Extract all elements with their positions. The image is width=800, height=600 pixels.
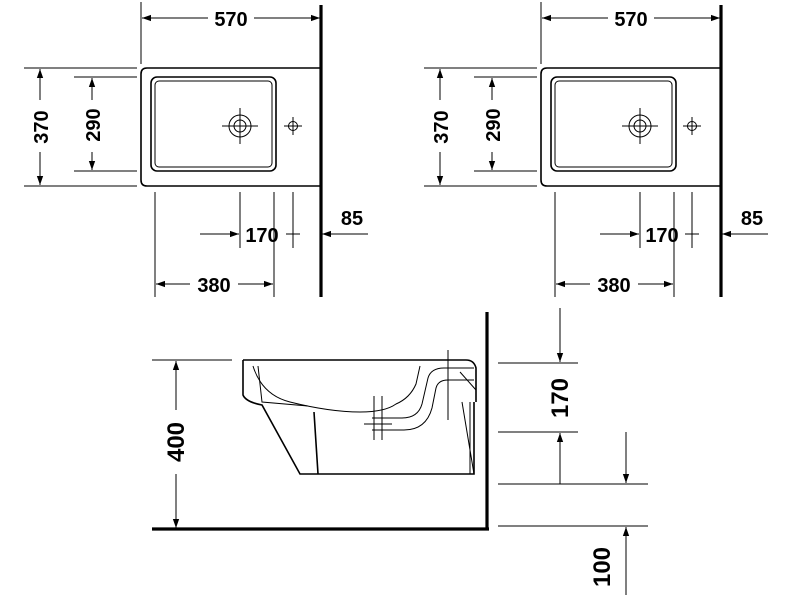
inner-depth-label: 290 bbox=[483, 108, 505, 141]
bidet-outline bbox=[540, 67, 722, 187]
depth-label: 370 bbox=[31, 110, 53, 143]
wall-gap-label: 85 bbox=[741, 208, 763, 230]
outlet-height-label: 100 bbox=[589, 547, 616, 587]
bidet-outline bbox=[140, 67, 322, 187]
outlet-distance-label: 380 bbox=[597, 275, 630, 297]
outlet-distance-label: 380 bbox=[197, 275, 230, 297]
width-label: 570 bbox=[614, 9, 647, 31]
outlet-pipe bbox=[372, 367, 474, 431]
inner-depth-label: 290 bbox=[83, 108, 105, 141]
drain-icon bbox=[222, 108, 258, 144]
bowl-inner-curve bbox=[252, 365, 421, 413]
drain-icon bbox=[622, 108, 658, 144]
bidet-side-profile bbox=[242, 359, 477, 475]
bowl-outline bbox=[150, 76, 277, 172]
tap-offset-label: 170 bbox=[645, 225, 678, 247]
bowl-inner-outline bbox=[154, 80, 273, 168]
tap-hole-icon bbox=[284, 117, 302, 135]
height-label: 400 bbox=[163, 422, 190, 462]
depth-label: 370 bbox=[431, 110, 453, 143]
wall-gap-label: 85 bbox=[341, 208, 363, 230]
width-label: 570 bbox=[214, 9, 247, 31]
plan-view-left: 570 370 290 170 85 380 bbox=[24, 2, 368, 297]
bowl-inner-outline bbox=[554, 80, 673, 168]
tap-offset-label: 170 bbox=[245, 225, 278, 247]
inlet-height-label: 170 bbox=[547, 378, 574, 418]
tap-hole-icon bbox=[683, 117, 701, 135]
bowl-outline bbox=[550, 76, 677, 172]
side-view: 400 170 100 bbox=[152, 308, 648, 595]
plan-view-right: 570 370 290 170 85 380 bbox=[424, 2, 768, 297]
